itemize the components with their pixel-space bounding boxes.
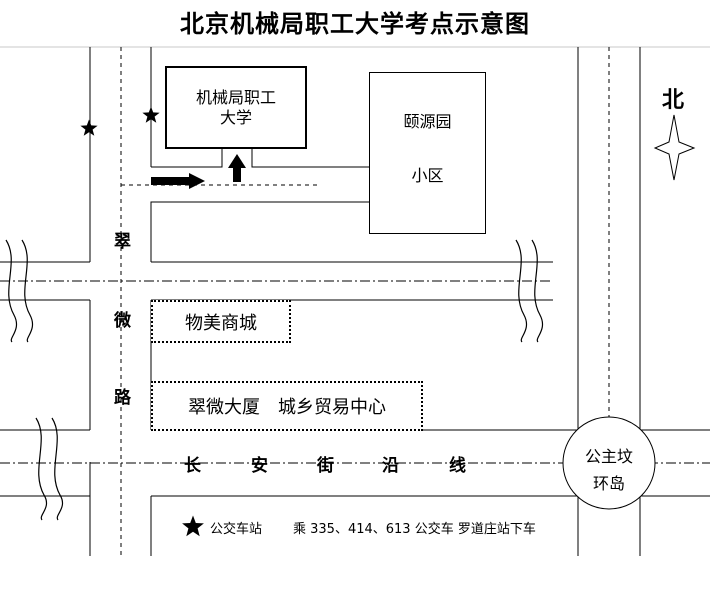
north-label: 北 <box>662 87 685 113</box>
bus-stop-star-icon <box>142 106 160 123</box>
road-vertical-char-2: 微 <box>114 311 131 331</box>
roundabout-circle <box>562 416 656 510</box>
legend-directions: 乘 335、414、613 公交车 罗道庄站下车 <box>293 522 536 537</box>
residential-area: 颐源园 小区 <box>369 72 486 234</box>
school-name-line2: 大学 <box>219 107 252 127</box>
legend-star-icon <box>182 515 204 537</box>
direction-arrow-up <box>228 154 246 182</box>
road-vertical-char-3: 路 <box>114 388 131 408</box>
map-title: 北京机械局职工大学考点示意图 <box>180 9 530 38</box>
mall-building: 物美商城 <box>151 300 291 343</box>
cuiwei-building: 翠微大厦 城乡贸易中心 <box>151 381 423 431</box>
road-main-char-3: 街 <box>317 456 334 476</box>
roundabout-label-line1: 公主坟 <box>584 447 633 466</box>
north-compass-icon <box>653 114 696 181</box>
road-main-char-5: 线 <box>449 456 466 476</box>
bus-stop-star-icon <box>80 119 98 136</box>
roundabout-label-line2: 环岛 <box>592 474 625 493</box>
school-name-line1: 机械局职工 <box>195 87 276 107</box>
road-main-char-1: 长 <box>184 456 201 476</box>
road-main-char-2: 安 <box>251 456 268 476</box>
right-road <box>577 47 641 556</box>
road-vertical-char-1: 翠 <box>114 232 131 252</box>
residential-name-line1: 颐源园 <box>403 112 452 131</box>
break-marks <box>5 239 544 521</box>
legend-bus-stop-label: 公交车站 <box>210 522 263 537</box>
road-main-char-4: 沿 <box>382 456 399 476</box>
mall-label: 物美商城 <box>185 312 257 334</box>
building-label: 翠微大厦 城乡贸易中心 <box>188 397 386 418</box>
residential-name-line2: 小区 <box>411 166 444 185</box>
direction-arrow-right <box>151 173 205 189</box>
school-building: 机械局职工 大学 <box>165 66 307 149</box>
